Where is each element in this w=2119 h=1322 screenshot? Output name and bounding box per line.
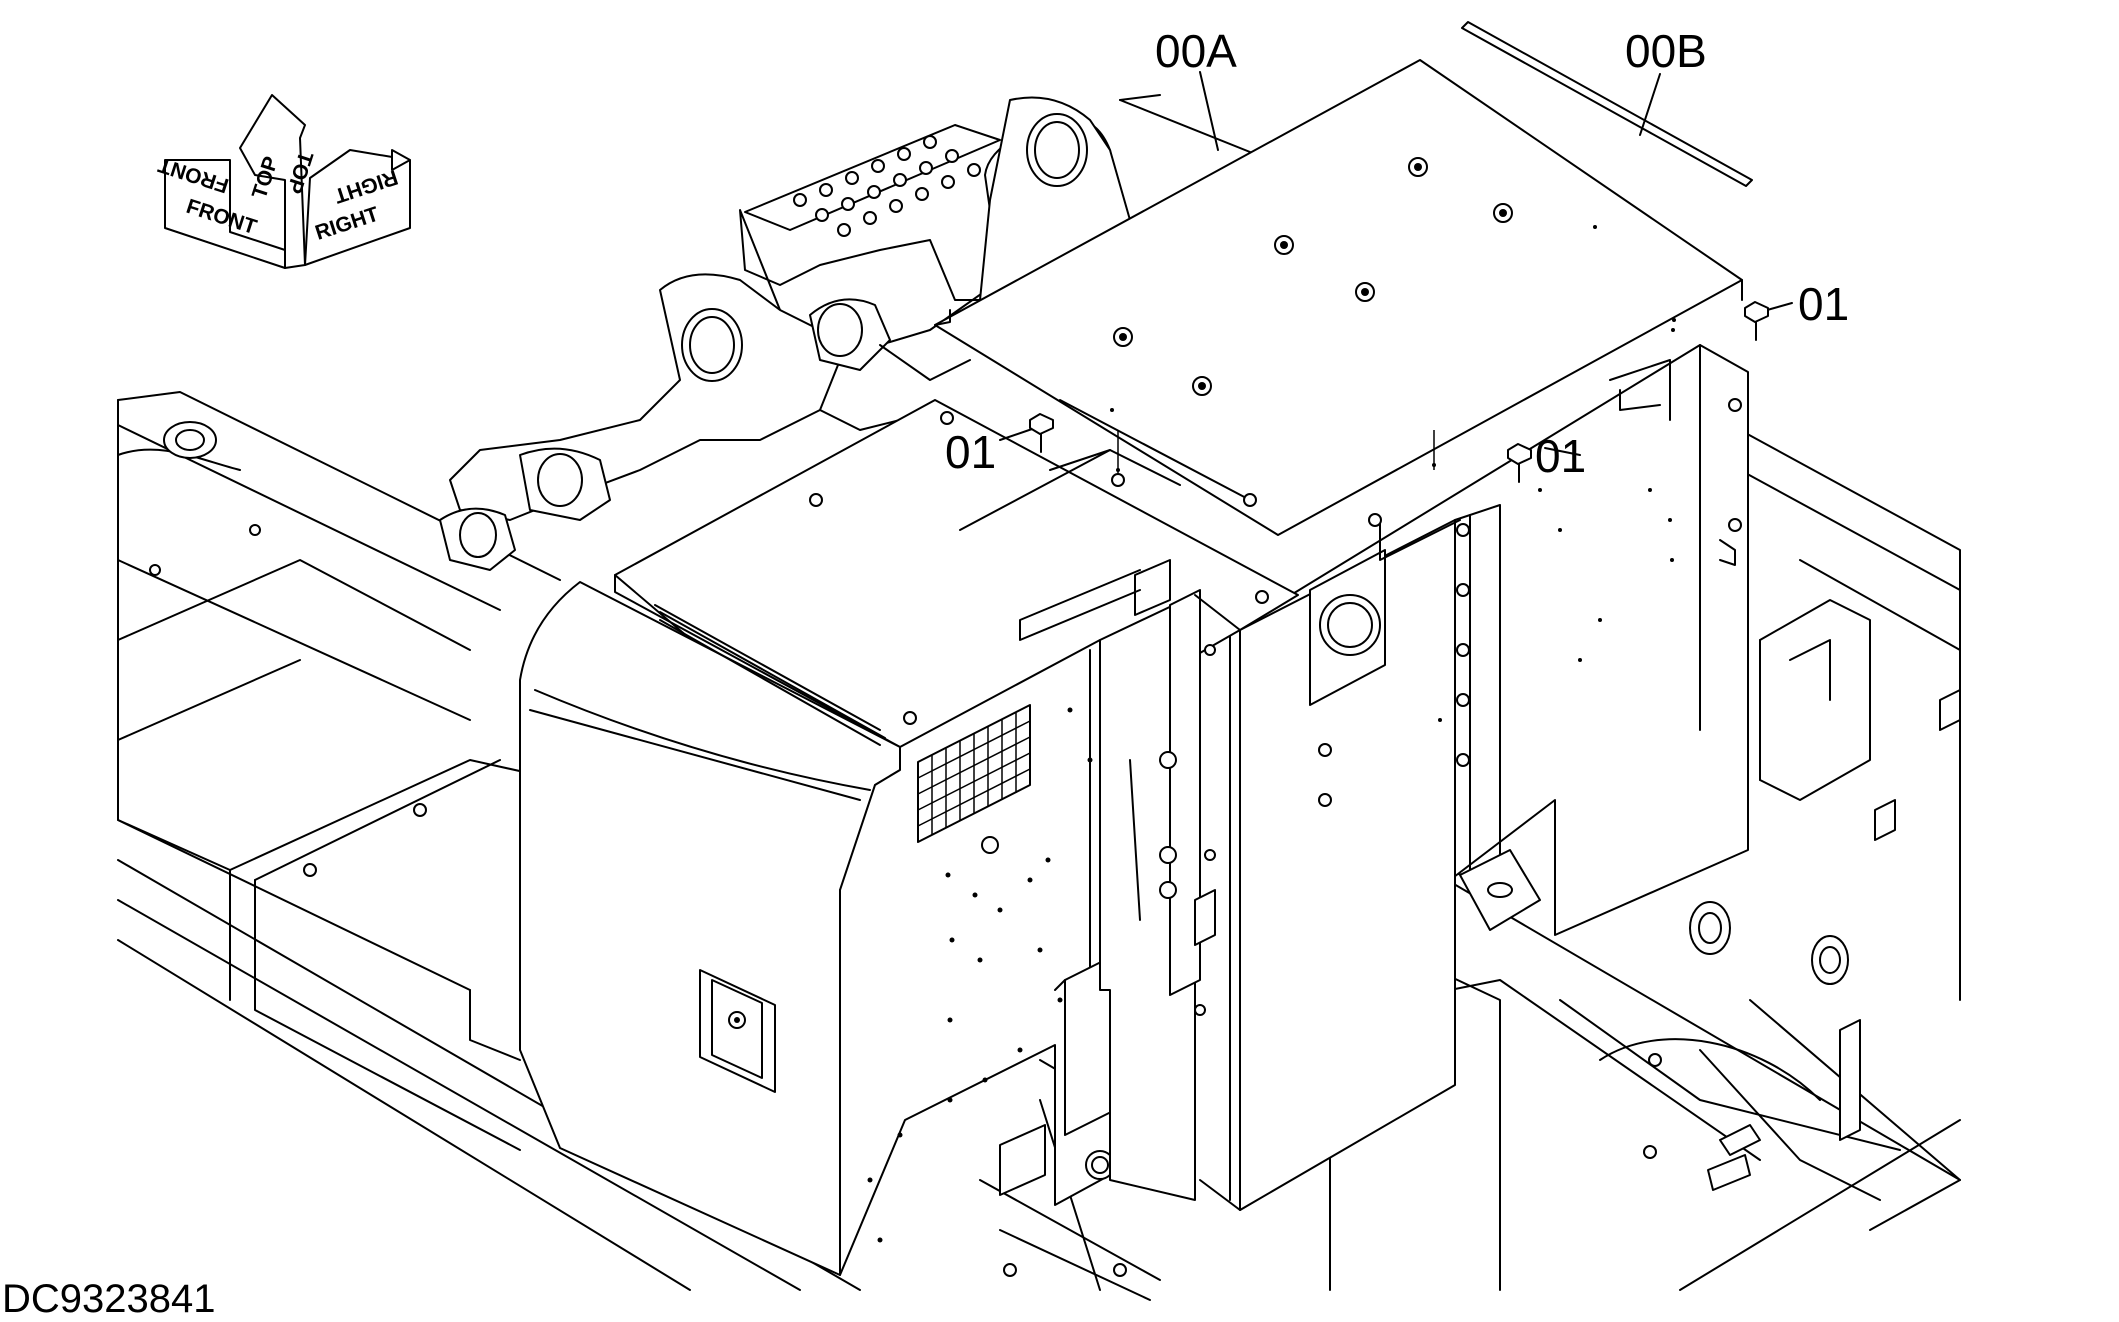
bolt-01-left [1029,413,1054,453]
callout-00a: 00A [1155,25,1237,77]
orientation-indicator: FRONT FRONT TOP TOP RIGHT RIGHT [155,94,411,269]
leader-lines [999,71,1793,456]
left-side-panel [839,559,1171,1276]
bolt-01-center [1507,443,1532,483]
callout-01-center: 01 [1535,430,1586,482]
middle-column [1099,589,1241,1211]
cover-bolt-holes [1113,157,1597,396]
top-plate-holes [809,318,1676,725]
document-id: DC9323841 [2,1277,216,1321]
right-brackets [1459,599,1961,1191]
housing-holes [1318,328,1742,807]
callout-00b: 00B [1625,25,1707,77]
cover-plate-00a [934,59,1743,536]
front-door [519,581,901,1276]
seal-strip-00b [1461,21,1753,187]
bolt-01-upper-right [1744,301,1769,341]
main-housing [1229,328,1749,1211]
step-plate-holes [793,135,981,237]
frame-holes [149,421,1849,1277]
callout-01-left: 01 [945,426,996,478]
louvre-grille [917,704,1031,843]
side-panel-holes [867,707,1093,1243]
callout-01-upper-right: 01 [1798,278,1849,330]
